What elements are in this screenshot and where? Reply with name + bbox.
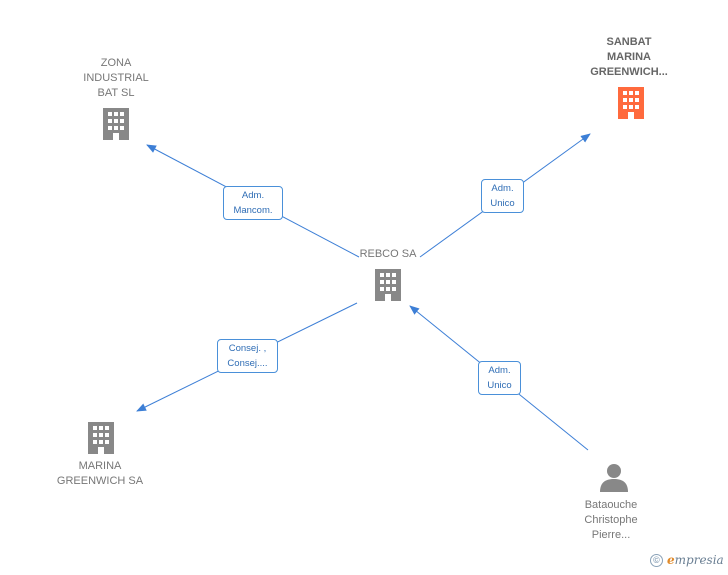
edge-label-adm-unico-sanbat[interactable]: Adm. Unico — [481, 179, 524, 213]
building-icon[interactable] — [372, 267, 404, 303]
brand-logo: empresia — [667, 553, 724, 567]
edge-label-adm-unico-rebco[interactable]: Adm. Unico — [478, 361, 521, 395]
edge-label-adm-mancom[interactable]: Adm. Mancom. — [223, 186, 283, 220]
node-label-sanbat-marina: SANBAT MARINA GREENWICH... — [590, 36, 668, 78]
brand-footer: © empresia — [650, 553, 724, 567]
building-icon[interactable] — [100, 106, 132, 142]
person-icon[interactable] — [598, 461, 630, 493]
node-label-person: Bataouche Christophe Pierre... — [584, 499, 638, 541]
copyright-icon: © — [650, 553, 663, 567]
building-icon[interactable] — [615, 85, 647, 121]
edge-label-consej[interactable]: Consej. , Consej.... — [217, 339, 278, 373]
node-label-zona-industrial: ZONA INDUSTRIAL BAT SL — [83, 57, 149, 99]
node-label-marina-greenwich: MARINA GREENWICH SA — [56, 460, 144, 487]
node-label-rebco: REBCO SA — [359, 248, 417, 260]
building-icon[interactable] — [85, 420, 117, 456]
